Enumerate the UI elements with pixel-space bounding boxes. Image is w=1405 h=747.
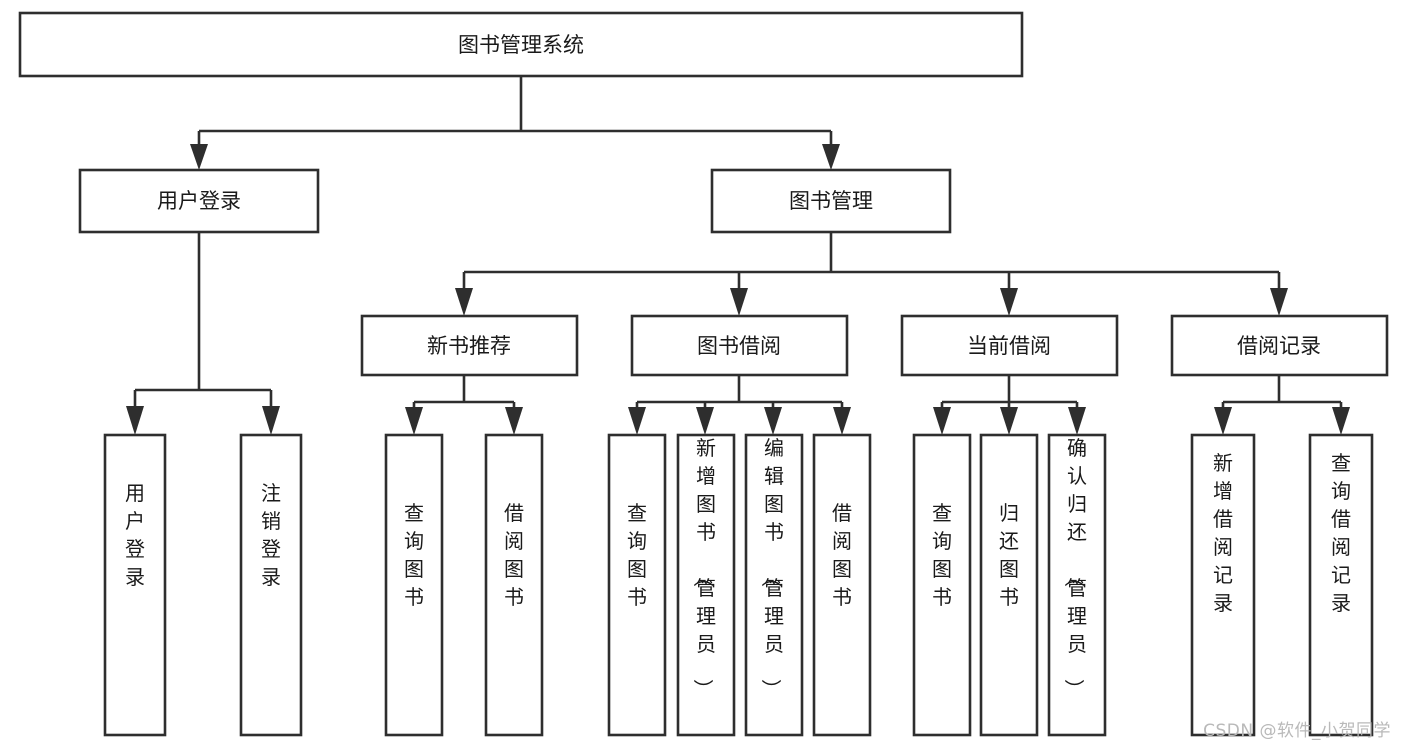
- leaf-query-record-box[interactable]: [1308, 433, 1374, 737]
- node-borrow-record-label: 借阅记录: [1237, 334, 1321, 358]
- arrow-borrowrecord-l1: [1214, 407, 1232, 435]
- arrow-currentborrow-l3: [1068, 407, 1086, 435]
- arrow-bm-to-currentborrow: [1000, 288, 1018, 316]
- leaf-edit-book-label: 编辑图书（管理员）: [759, 436, 784, 699]
- leaf-query-book-1-box[interactable]: [384, 433, 444, 737]
- leaf-logout-box[interactable]: [239, 433, 303, 737]
- leaf-query-book-1-label: 查询图书: [404, 501, 424, 609]
- leaf-borrow-book-2-box[interactable]: [812, 433, 872, 737]
- leaf-return-book-box[interactable]: [979, 433, 1039, 737]
- arrow-root-to-user-login: [190, 144, 208, 170]
- leaf-borrow-book-2-label: 借阅图书: [832, 501, 852, 609]
- node-book-manage[interactable]: 图书管理: [710, 168, 952, 234]
- leaf-user-login[interactable]: 用户登录: [103, 433, 167, 737]
- node-borrow-record[interactable]: 借阅记录: [1170, 314, 1389, 377]
- leaf-user-login-box[interactable]: [103, 433, 167, 737]
- node-root-box[interactable]: [18, 11, 1024, 78]
- node-current-borrow[interactable]: 当前借阅: [900, 314, 1119, 377]
- arrow-bm-to-newbook: [455, 288, 473, 316]
- arrow-bm-to-bookborrow: [730, 288, 748, 316]
- leaf-add-book-label: 新增图书（管理员）: [691, 436, 716, 699]
- leaf-query-book-2-label: 查询图书: [627, 501, 647, 609]
- leaf-return-book[interactable]: 归还图书: [979, 433, 1039, 737]
- arrow-root-to-book-manage: [822, 144, 840, 170]
- node-root-label: 图书管理系统: [458, 33, 584, 57]
- leaf-query-book-2-box[interactable]: [607, 433, 667, 737]
- node-book-manage-box[interactable]: [710, 168, 952, 234]
- node-new-book-recommend-box[interactable]: [360, 314, 579, 377]
- leaf-add-book[interactable]: 新增图书（管理员）: [676, 433, 736, 737]
- leaf-return-book-label: 归还图书: [999, 501, 1019, 609]
- arrow-userlogin-l2: [262, 406, 280, 435]
- node-user-login-box[interactable]: [78, 168, 320, 234]
- leaf-borrow-book-1-label: 借阅图书: [504, 501, 524, 609]
- node-new-book-recommend[interactable]: 新书推荐: [360, 314, 579, 377]
- leaf-confirm-return[interactable]: 确认归还（管理员）: [1047, 433, 1107, 737]
- node-current-borrow-box[interactable]: [900, 314, 1119, 377]
- leaf-add-book-box[interactable]: [676, 433, 736, 737]
- arrow-bookborrow-l1: [628, 407, 646, 435]
- csdn-watermark: CSDN @软件_小贺同学: [1203, 721, 1391, 741]
- node-new-book-recommend-label: 新书推荐: [427, 334, 511, 358]
- node-user-login-label: 用户登录: [157, 189, 241, 213]
- node-user-login[interactable]: 用户登录: [78, 168, 320, 234]
- leaf-edit-book[interactable]: 编辑图书（管理员）: [744, 433, 804, 737]
- leaf-query-book-3[interactable]: 查询图书: [912, 433, 972, 737]
- node-book-borrow-label: 图书借阅: [697, 334, 781, 358]
- leaf-query-book-2[interactable]: 查询图书: [607, 433, 667, 737]
- connector-layer: [126, 76, 1350, 435]
- leaf-confirm-return-label: 确认归还（管理员）: [1062, 436, 1087, 699]
- leaf-add-record-label: 新增借阅记录: [1213, 451, 1233, 615]
- arrow-userlogin-l1: [126, 406, 144, 435]
- leaf-query-record[interactable]: 查询借阅记录: [1308, 433, 1374, 737]
- node-book-borrow[interactable]: 图书借阅: [630, 314, 849, 377]
- leaf-query-book-3-box[interactable]: [912, 433, 972, 737]
- leaf-add-record-box[interactable]: [1190, 433, 1256, 737]
- arrow-bookborrow-l3: [764, 407, 782, 435]
- node-book-manage-label: 图书管理: [789, 189, 873, 213]
- leaf-edit-book-box[interactable]: [744, 433, 804, 737]
- arrow-bookborrow-l2: [696, 407, 714, 435]
- leaf-logout[interactable]: 注销登录: [239, 433, 303, 737]
- arrow-currentborrow-l1: [933, 407, 951, 435]
- leaf-confirm-return-box[interactable]: [1047, 433, 1107, 737]
- arrow-newbook-l2: [505, 407, 523, 435]
- leaf-borrow-book-2[interactable]: 借阅图书: [812, 433, 872, 737]
- node-root[interactable]: 图书管理系统: [18, 11, 1024, 78]
- leaf-borrow-book-1-box[interactable]: [484, 433, 544, 737]
- arrow-newbook-l1: [405, 407, 423, 435]
- leaf-query-record-label: 查询借阅记录: [1331, 451, 1351, 615]
- leaf-query-book-3-label: 查询图书: [932, 501, 952, 609]
- node-borrow-record-box[interactable]: [1170, 314, 1389, 377]
- node-book-borrow-box[interactable]: [630, 314, 849, 377]
- arrow-borrowrecord-l2: [1332, 407, 1350, 435]
- arrow-bookborrow-l4: [833, 407, 851, 435]
- leaf-borrow-book-1[interactable]: 借阅图书: [484, 433, 544, 737]
- leaf-user-login-label: 用户登录: [125, 481, 145, 589]
- node-current-borrow-label: 当前借阅: [967, 334, 1051, 358]
- leaf-query-book-1[interactable]: 查询图书: [384, 433, 444, 737]
- arrow-currentborrow-l2: [1000, 407, 1018, 435]
- leaf-logout-label: 注销登录: [261, 481, 281, 589]
- leaf-add-record[interactable]: 新增借阅记录: [1190, 433, 1256, 737]
- arrow-bm-to-borrowrecord: [1270, 288, 1288, 316]
